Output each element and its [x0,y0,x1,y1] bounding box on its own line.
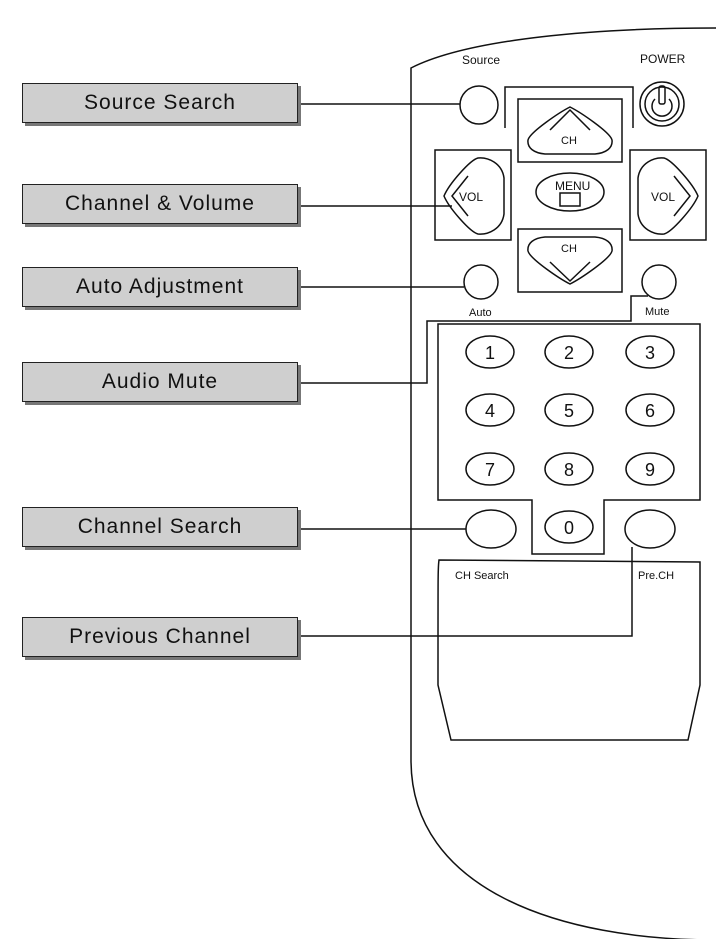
ch-down-frame [517,228,623,293]
menu-button [535,172,605,212]
mute-label: Mute [645,306,669,318]
callout-auto-adjustment: Auto Adjustment [22,267,298,307]
remote-body-outline [410,27,716,939]
ch-search-button [465,509,517,549]
source-button [459,85,499,125]
key-2 [544,335,594,369]
key-9 [625,452,675,486]
key-4 [465,393,515,427]
vol-left-label: VOL [459,190,483,204]
vol-left-frame [434,149,512,241]
key-0 [544,510,594,544]
callout-audio-mute: Audio Mute [22,362,298,402]
power-button-inner [644,86,680,122]
callout-source-search: Source Search [22,83,298,123]
key-9-label: 9 [645,460,655,480]
vol-left-button [443,157,505,235]
keypad-frame [437,323,701,555]
key-6 [625,393,675,427]
menu-label: MENU [555,179,590,193]
key-5-label: 5 [564,401,574,421]
key-6-label: 6 [645,401,655,421]
frame-connector [504,86,634,128]
vol-right-button [637,157,699,235]
pre-ch-label: Pre.CH [638,570,674,582]
pre-ch-button [624,509,676,549]
menu-square [559,192,581,207]
key-7-label: 7 [485,460,495,480]
ch-up-chevron [549,108,591,131]
key-5 [544,393,594,427]
key-3 [625,335,675,369]
auto-label: Auto [469,307,492,319]
key-1 [465,335,515,369]
key-8 [544,452,594,486]
key-1-label: 1 [485,343,495,363]
power-label: POWER [640,52,686,66]
power-button-outer [639,81,685,127]
ch-up-button [527,106,613,155]
power-symbol-arc [651,98,673,117]
ch-down-button [527,236,613,285]
source-label: Source [462,53,500,67]
vol-right-frame [629,149,707,241]
mute-button [641,264,677,300]
leader-previous-channel [298,547,633,637]
ch-up-frame [517,98,623,163]
key-0-label: 0 [564,518,574,538]
callout-channel-search: Channel Search [22,507,298,547]
callout-channel-volume: Channel & Volume [22,184,298,224]
callout-previous-channel: Previous Channel [22,617,298,657]
vol-left-chevron [451,175,469,217]
key-8-label: 8 [564,460,574,480]
key-4-label: 4 [485,401,495,421]
ch-down-label: CH [561,243,577,255]
leader-audio-mute [298,295,648,384]
auto-button [463,264,499,300]
ch-down-chevron [549,261,591,283]
key-7 [465,452,515,486]
key-2-label: 2 [564,343,574,363]
vol-right-chevron [673,175,691,217]
ch-search-label: CH Search [455,570,509,582]
vol-right-label: VOL [651,190,675,204]
power-symbol-bar [658,85,666,105]
ch-up-label: CH [561,135,577,147]
cover-panel [437,559,701,741]
key-3-label: 3 [645,343,655,363]
